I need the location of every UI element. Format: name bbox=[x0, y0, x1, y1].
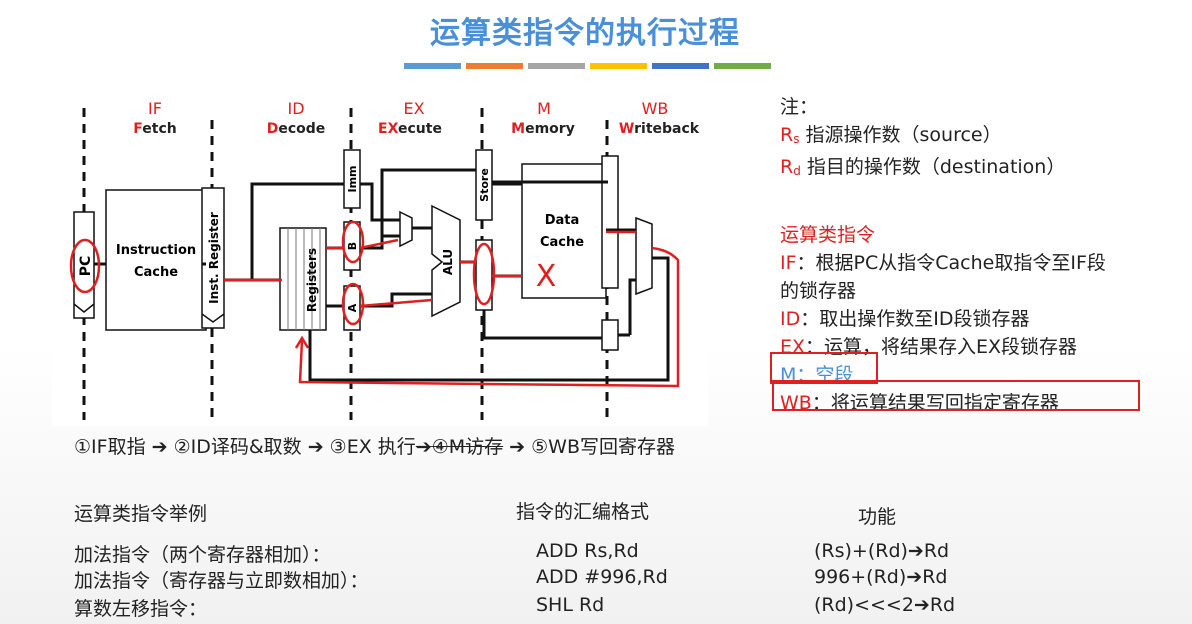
stage-if-name: Fetch bbox=[133, 121, 176, 137]
table-row-format: ADD #996,Rd bbox=[536, 566, 668, 588]
arrow-icon: ➔ bbox=[307, 436, 324, 458]
hand-annotation bbox=[69, 220, 680, 388]
svg-text:Imm: Imm bbox=[346, 165, 359, 192]
a-latch: A bbox=[343, 285, 361, 331]
stage-if-abbr: IF bbox=[148, 99, 162, 118]
table-row-example: 算数左移指令： bbox=[74, 598, 208, 620]
svg-text:Instruction: Instruction bbox=[116, 243, 196, 258]
stage-ex-abbr: EX bbox=[403, 99, 424, 118]
stage-wb-name: Writeback bbox=[619, 121, 700, 137]
svg-text:A: A bbox=[346, 303, 359, 312]
table-row-format: ADD Rs,Rd bbox=[536, 540, 639, 562]
instruction-cache: Instruction Cache bbox=[105, 189, 207, 331]
col-header-example: 运算类指令举例 bbox=[74, 503, 208, 525]
note-id: ID：取出操作数至ID段锁存器 bbox=[780, 308, 1030, 330]
register-file: Registers bbox=[279, 227, 327, 331]
arrow-icon: ➔ bbox=[509, 436, 526, 458]
table-row-function: 996+(Rd)➔Rd bbox=[814, 566, 948, 588]
mem-result-latch bbox=[601, 319, 619, 351]
instruction-register: Inst. Register bbox=[201, 187, 225, 329]
svg-text:Registers: Registers bbox=[305, 248, 319, 312]
color-bar-segment bbox=[590, 63, 647, 69]
stage-m-name: Memory bbox=[511, 121, 575, 137]
writeback-mux bbox=[635, 216, 653, 296]
imm-latch: Imm bbox=[343, 149, 361, 209]
col-header-format: 指令的汇编格式 bbox=[516, 501, 650, 523]
table-row-format: SHL Rd bbox=[536, 594, 605, 616]
stage-m-abbr: M bbox=[537, 99, 551, 118]
highlight-box-wb bbox=[772, 380, 1140, 411]
color-bar-segment bbox=[466, 63, 523, 69]
highlight-box-m bbox=[770, 352, 878, 384]
pc-label: PC bbox=[78, 256, 94, 277]
table-row-example: 加法指令（两个寄存器相加）： bbox=[74, 544, 331, 566]
svg-text:ALU: ALU bbox=[441, 249, 455, 275]
rd-definition: Rd 指目的操作数（destination） bbox=[780, 156, 1066, 178]
svg-text:Cache: Cache bbox=[134, 265, 178, 280]
svg-text:B: B bbox=[346, 242, 359, 250]
section-heading: 运算类指令 bbox=[780, 224, 876, 246]
notes-heading: 注： bbox=[780, 96, 819, 118]
table-row-function: (Rd)<<<2➔Rd bbox=[814, 594, 956, 616]
stage-ex-name: EXecute bbox=[378, 121, 442, 137]
color-bar-segment bbox=[404, 63, 461, 69]
step-wb: ⑤WB写回寄存器 bbox=[525, 436, 675, 458]
data-cache: Data Cache X bbox=[521, 163, 607, 299]
stage-id-abbr: ID bbox=[287, 99, 304, 118]
alu-input-mux bbox=[399, 210, 413, 248]
note-wb: WB：将运算结果写回指定寄存器 bbox=[780, 392, 1059, 414]
svg-text:Store: Store bbox=[478, 168, 491, 202]
alu: ALU bbox=[431, 204, 461, 318]
color-bar-segment bbox=[652, 63, 709, 69]
data-cache-unused-mark: X bbox=[536, 259, 557, 294]
col-header-function: 功能 bbox=[858, 506, 897, 528]
rs-definition: Rs 指源操作数（source） bbox=[780, 124, 1002, 146]
pipeline-datapath-diagram: IF Fetch ID Decode EX EXecute M Memory W… bbox=[52, 90, 708, 426]
color-bar-segment bbox=[528, 63, 585, 69]
note-if-cont: 的锁存器 bbox=[780, 280, 857, 302]
svg-text:Cache: Cache bbox=[540, 235, 584, 250]
svg-text:Data: Data bbox=[545, 213, 580, 228]
title-color-bar bbox=[404, 63, 771, 69]
svg-text:Inst. Register: Inst. Register bbox=[207, 212, 221, 304]
stage-id-name: Decode bbox=[267, 121, 326, 137]
mem-latch bbox=[601, 155, 619, 289]
store-latch: Store bbox=[475, 149, 493, 221]
note-if: IF：根据PC从指令Cache取指令至IF段 bbox=[780, 252, 1106, 274]
table-row-example: 加法指令（寄存器与立即数相加）： bbox=[74, 570, 369, 592]
pipeline-steps: ①IF取指 ➔ ②ID译码&取数 ➔ ③EX 执行➔④M访存 ➔ ⑤WB写回寄存… bbox=[74, 432, 675, 459]
arrow-icon: ➔ bbox=[151, 436, 168, 458]
step-id: ②ID译码&取数 bbox=[167, 436, 308, 458]
table-row-function: (Rs)+(Rd)➔Rd bbox=[814, 540, 950, 562]
stage-wb-abbr: WB bbox=[642, 99, 669, 118]
page-title: 运算类指令的执行过程 bbox=[430, 16, 740, 51]
step-m-struck: ➔④M访存 bbox=[415, 436, 504, 458]
pc-register: PC bbox=[73, 211, 95, 319]
step-if: ①IF取指 bbox=[74, 436, 152, 458]
step-ex: ③EX 执行 bbox=[323, 436, 416, 458]
color-bar-segment bbox=[714, 63, 771, 69]
